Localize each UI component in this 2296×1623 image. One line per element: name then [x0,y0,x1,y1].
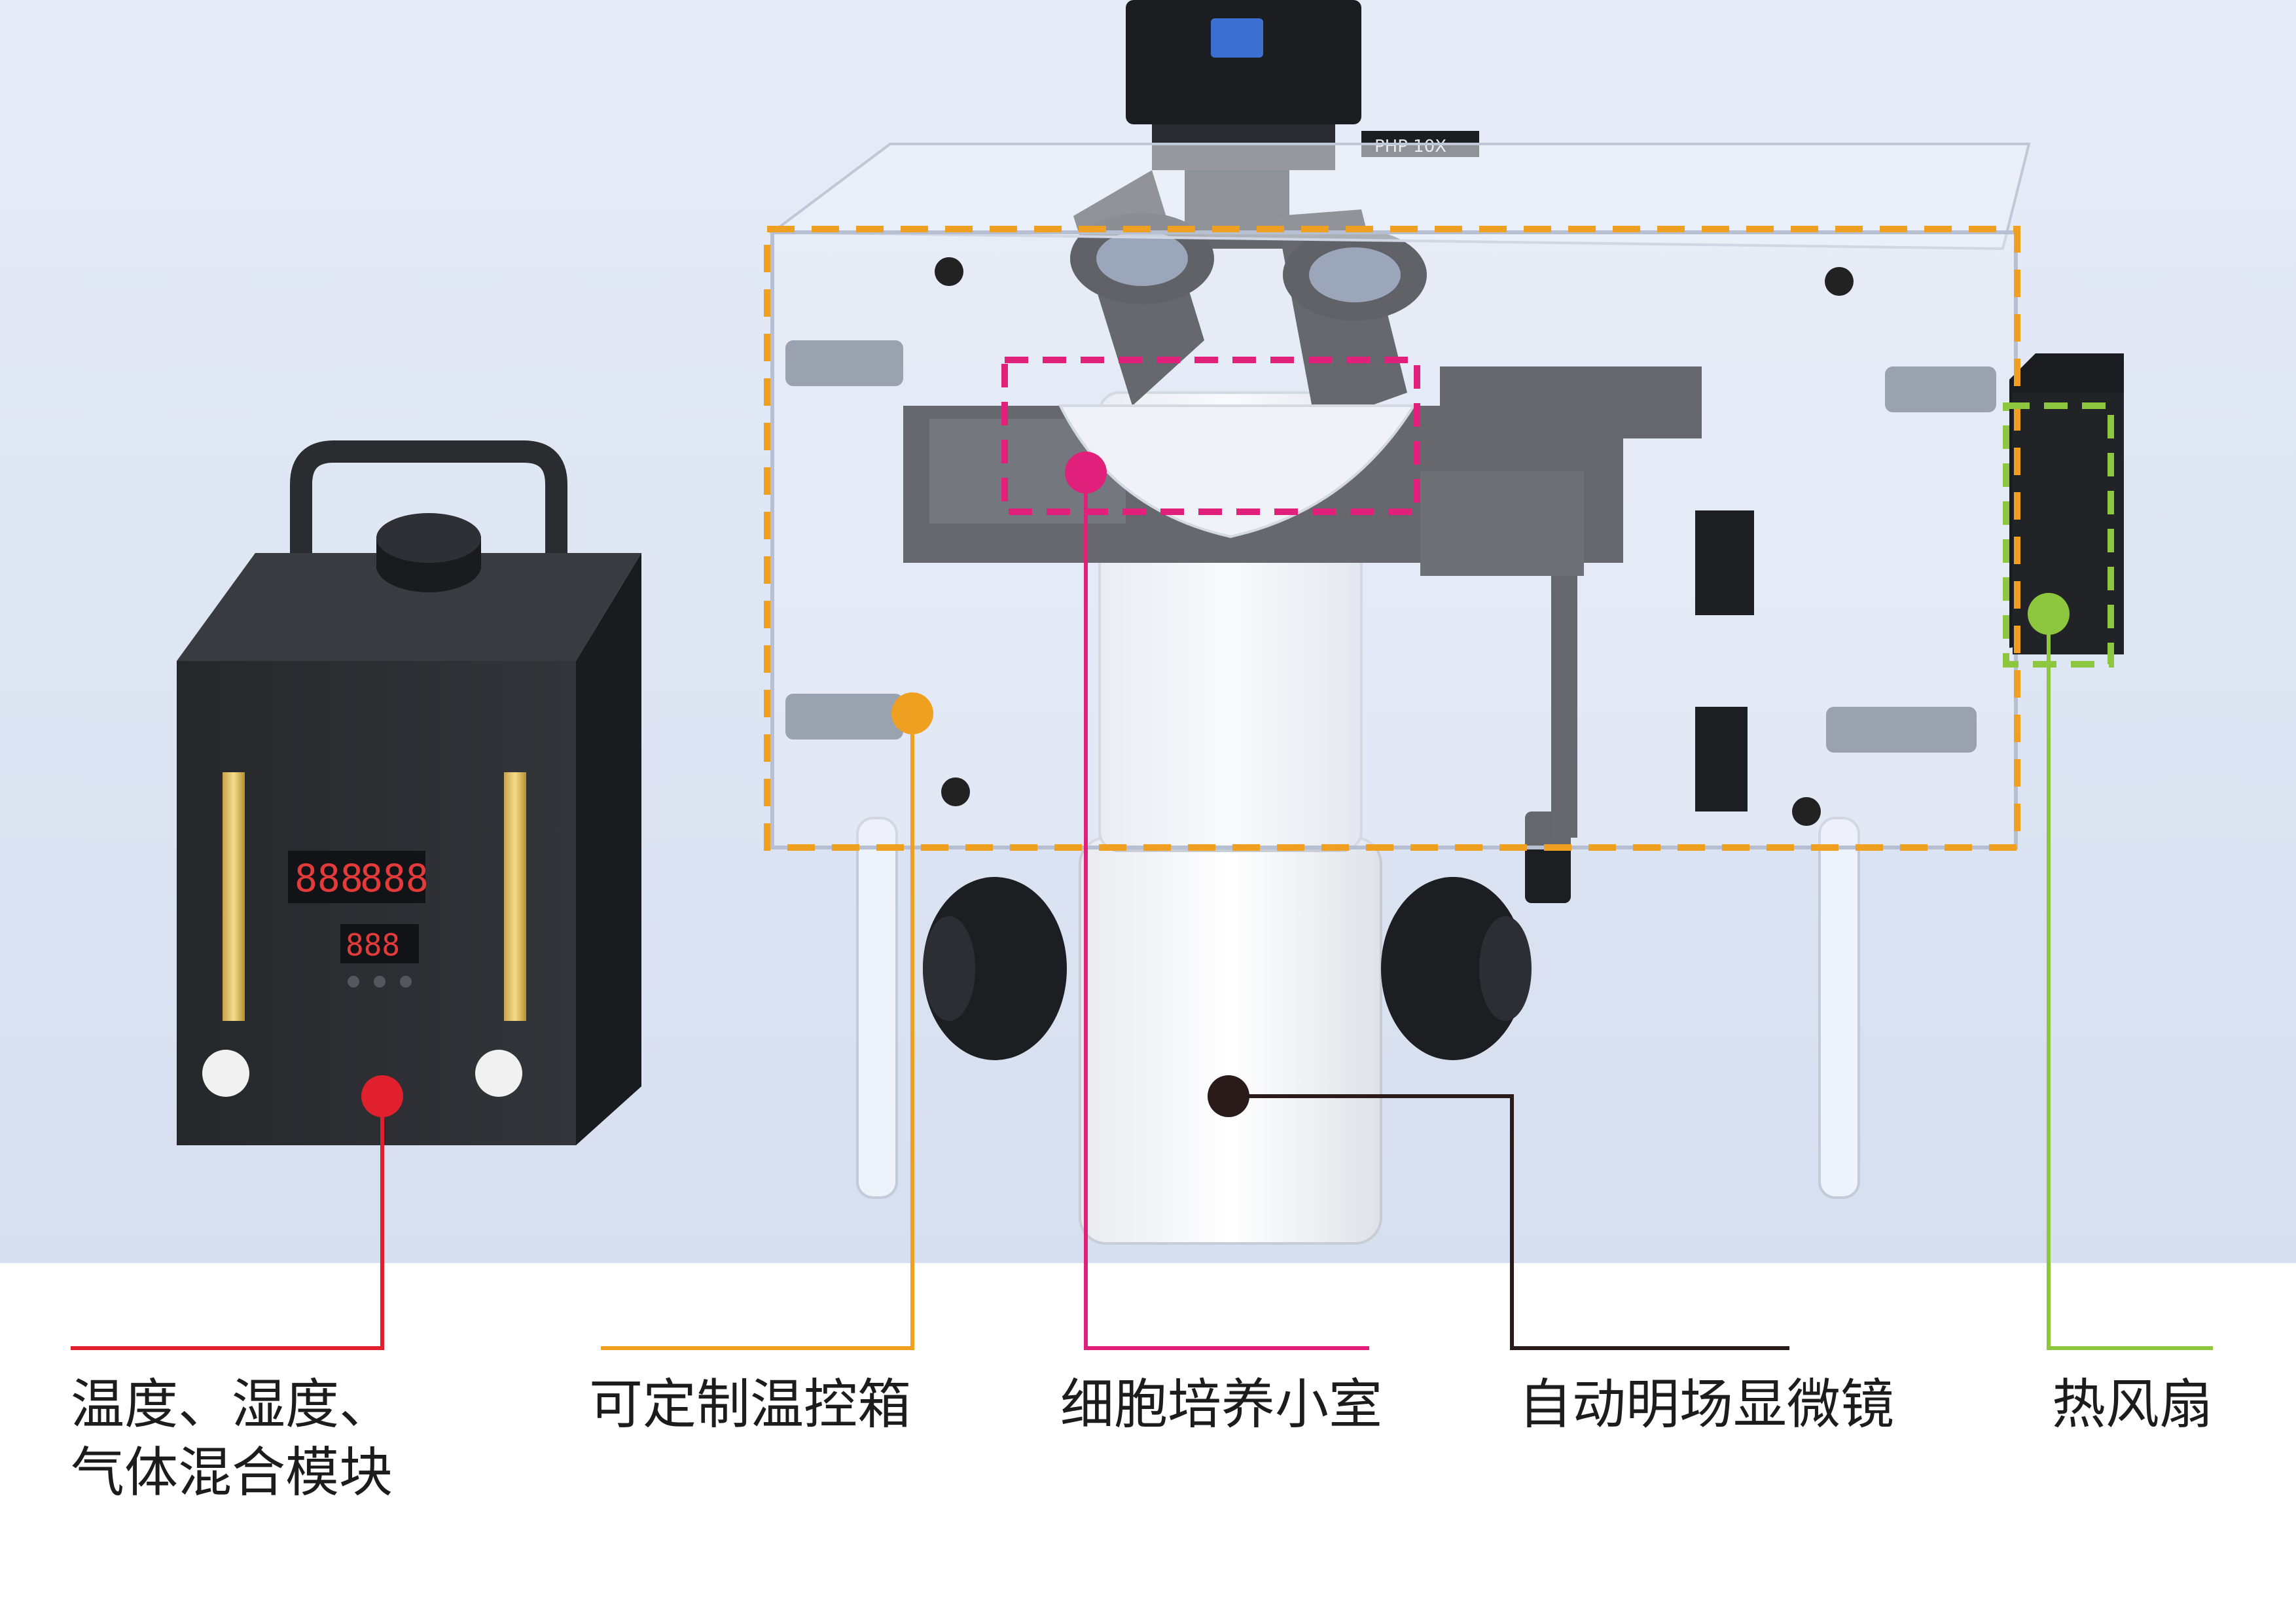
acrylic-box [768,143,2031,849]
display-1: 888 [295,856,363,901]
fan-marker [2028,593,2070,635]
cell-chamber-marker [1065,452,1107,493]
temp-box-outline [764,226,2020,851]
microscope-marker [1208,1075,1249,1117]
gas-mixing-module: 888 888 888 [177,440,641,1145]
label-fan: 热风扇 [2052,1374,2214,1436]
label-gas-module-line1: 温度、湿度、 [71,1374,393,1436]
gas-module-marker [361,1075,403,1117]
label-cell-chamber: 细胞培养小室 [1060,1374,1383,1436]
acrylic-legs [856,817,1860,1199]
microscope-leader [1229,1094,1789,1350]
temp-box-marker [891,692,933,734]
eyepieces [1058,170,1427,539]
cell-chamber-outline [1001,357,1420,515]
display-3: 888 [346,927,400,963]
temp-box-leader [601,713,914,1350]
label-gas-module-line2: 气体混合模块 [71,1442,393,1504]
label-temp-box: 可定制温控箱 [589,1374,912,1436]
label-microscope: 自动明场显微镜 [1518,1374,1895,1436]
display-2: 888 [360,856,429,901]
fan-leader [2047,614,2213,1350]
label-gas-module: 温度、湿度、 气体混合模块 [71,1371,393,1507]
gas-module-leader [71,1096,384,1350]
cell-chamber-leader [1084,473,1369,1350]
fan-outline [2003,402,2114,668]
